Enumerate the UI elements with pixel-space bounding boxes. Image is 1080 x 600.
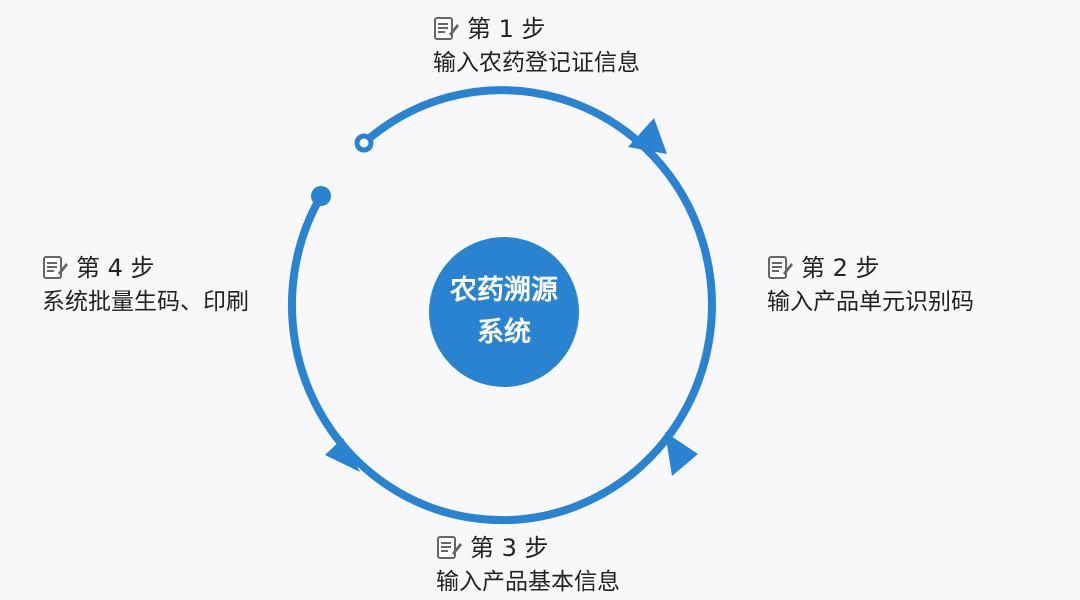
step-2: 第 2 步 输入产品单元识别码 — [767, 252, 974, 320]
note-icon — [42, 255, 68, 281]
arrow-bottom-left — [325, 438, 360, 472]
arrow-top-right — [628, 118, 667, 154]
step-4: 第 4 步 系统批量生码、印刷 — [42, 252, 249, 320]
step-4-desc: 系统批量生码、印刷 — [42, 289, 249, 315]
center-title-line2: 系统 — [477, 317, 531, 348]
cycle-start-dot — [354, 133, 374, 153]
step-1-label: 第 1 步 — [467, 15, 546, 43]
step-3: 第 3 步 输入产品基本信息 — [436, 532, 620, 600]
step-1: 第 1 步 输入农药登记证信息 — [433, 13, 640, 81]
step-2-desc: 输入产品单元识别码 — [767, 289, 974, 315]
step-1-desc: 输入农药登记证信息 — [433, 50, 640, 76]
center-system-circle: 农药溯源 系统 — [429, 237, 579, 387]
step-4-label: 第 4 步 — [76, 254, 155, 282]
step-2-label: 第 2 步 — [801, 254, 880, 282]
cycle-arc — [288, 86, 716, 525]
note-icon — [433, 16, 459, 42]
note-icon — [436, 535, 462, 561]
center-title-line1: 农药溯源 — [450, 275, 558, 306]
step-3-label: 第 3 步 — [470, 534, 549, 562]
cycle-end-dot — [311, 186, 331, 206]
step-3-desc: 输入产品基本信息 — [436, 569, 620, 595]
arrow-bottom-right — [665, 432, 698, 476]
note-icon — [767, 255, 793, 281]
